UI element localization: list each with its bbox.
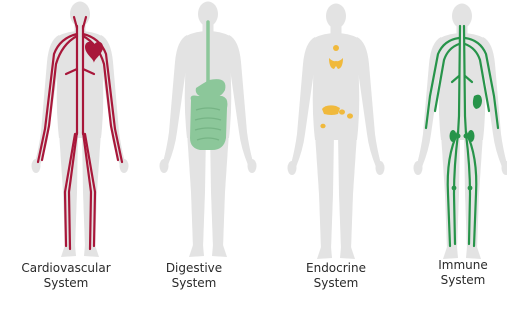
- pituitary-gland: [333, 45, 339, 51]
- gonads: [320, 124, 325, 129]
- cardiovascular-label: Cardiovascular System: [11, 261, 121, 291]
- label-line-1: Immune: [408, 258, 507, 273]
- digestive-label: Digestive System: [139, 261, 249, 291]
- label-line-2: System: [11, 276, 121, 291]
- pancreas-gland: [322, 105, 340, 115]
- cardiovascular-figure: [32, 2, 129, 258]
- immune-label: Immune System: [408, 258, 507, 288]
- digestive-figure: [160, 2, 257, 258]
- intestines-icon: [190, 96, 227, 151]
- label-line-1: Digestive: [139, 261, 249, 276]
- label-line-1: Endocrine: [281, 261, 391, 276]
- endocrine-figure: [288, 4, 385, 260]
- label-line-2: System: [139, 276, 249, 291]
- immune-figure: [414, 4, 507, 260]
- label-line-1: Cardiovascular: [11, 261, 121, 276]
- adrenal-gland-right: [347, 113, 353, 118]
- label-line-2: System: [281, 276, 391, 291]
- label-line-2: System: [408, 273, 507, 288]
- body-silhouette: [288, 4, 385, 260]
- endocrine-label: Endocrine System: [281, 261, 391, 291]
- adrenal-gland-left: [339, 109, 345, 114]
